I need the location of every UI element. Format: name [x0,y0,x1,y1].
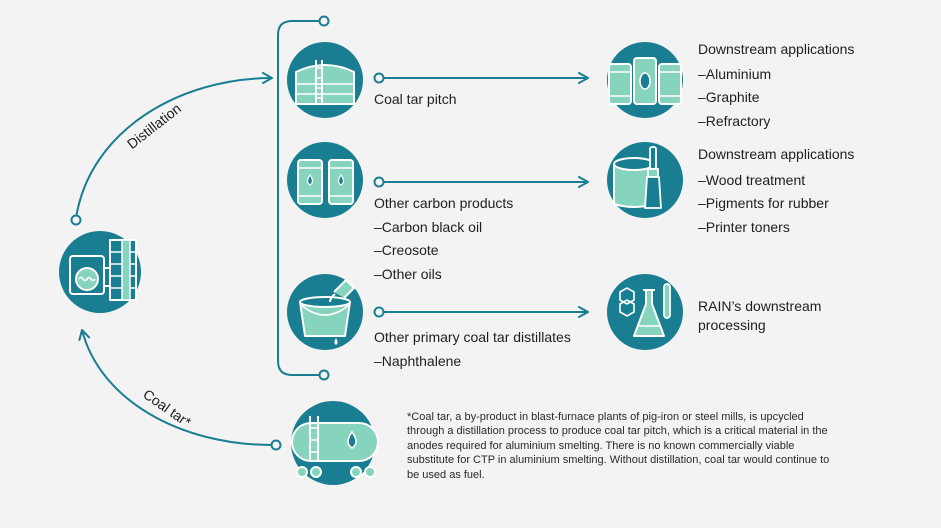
distribution-bracket [277,15,330,381]
rain-processing-label: RAIN’s downstream processing [698,298,822,333]
list-item: –Wood treatment [698,172,806,188]
coal-tar-pitch-label: Coal tar pitch [374,91,457,107]
carbon-applications-list: –Wood treatment –Pigments for rubber –Pr… [698,169,829,239]
barrels-icon [287,142,363,218]
coal-tar-arrow [78,329,282,451]
other-carbon-products-list: –Carbon black oil –Creosote –Other oils [374,216,482,286]
paint-can-brush-icon [607,142,683,218]
list-item: –Other oils [374,265,442,282]
list-item: –Graphite [698,89,760,106]
pitch-to-applications-arrow [373,72,589,84]
footnote-text: *Coal tar, a by-product in blast-furnace… [407,411,830,481]
distillates-to-processing-arrow [373,306,589,318]
other-primary-distillates-list: –Naphthalene [374,350,461,373]
list-item: –Pigments for rubber [698,195,829,212]
list-item: –Aluminium [698,66,772,82]
lab-flask-icon [607,274,683,350]
list-item: –Creosote [374,242,439,259]
distillation-plant-icon [59,231,141,313]
carbon-to-applications-arrow [373,176,589,188]
carbon-applications-heading: Downstream applications [698,146,855,162]
anode-blocks-icon [607,42,683,118]
distillation-arrow [70,72,273,226]
list-item: –Refractory [698,112,771,129]
pitch-applications-heading: Downstream applications [698,41,855,57]
tank-wagon-icon [291,401,379,485]
list-item: –Naphthalene [374,353,462,369]
storage-tank-icon [287,42,363,118]
pitch-applications-list: –Aluminium –Graphite –Refractory [698,63,771,133]
list-item: –Printer toners [698,218,790,235]
other-carbon-products-label: Other carbon products [374,195,514,211]
bucket-pour-icon [287,274,363,350]
list-item: –Carbon black oil [374,219,483,235]
other-primary-distillates-label: Other primary coal tar distillates [374,329,571,345]
